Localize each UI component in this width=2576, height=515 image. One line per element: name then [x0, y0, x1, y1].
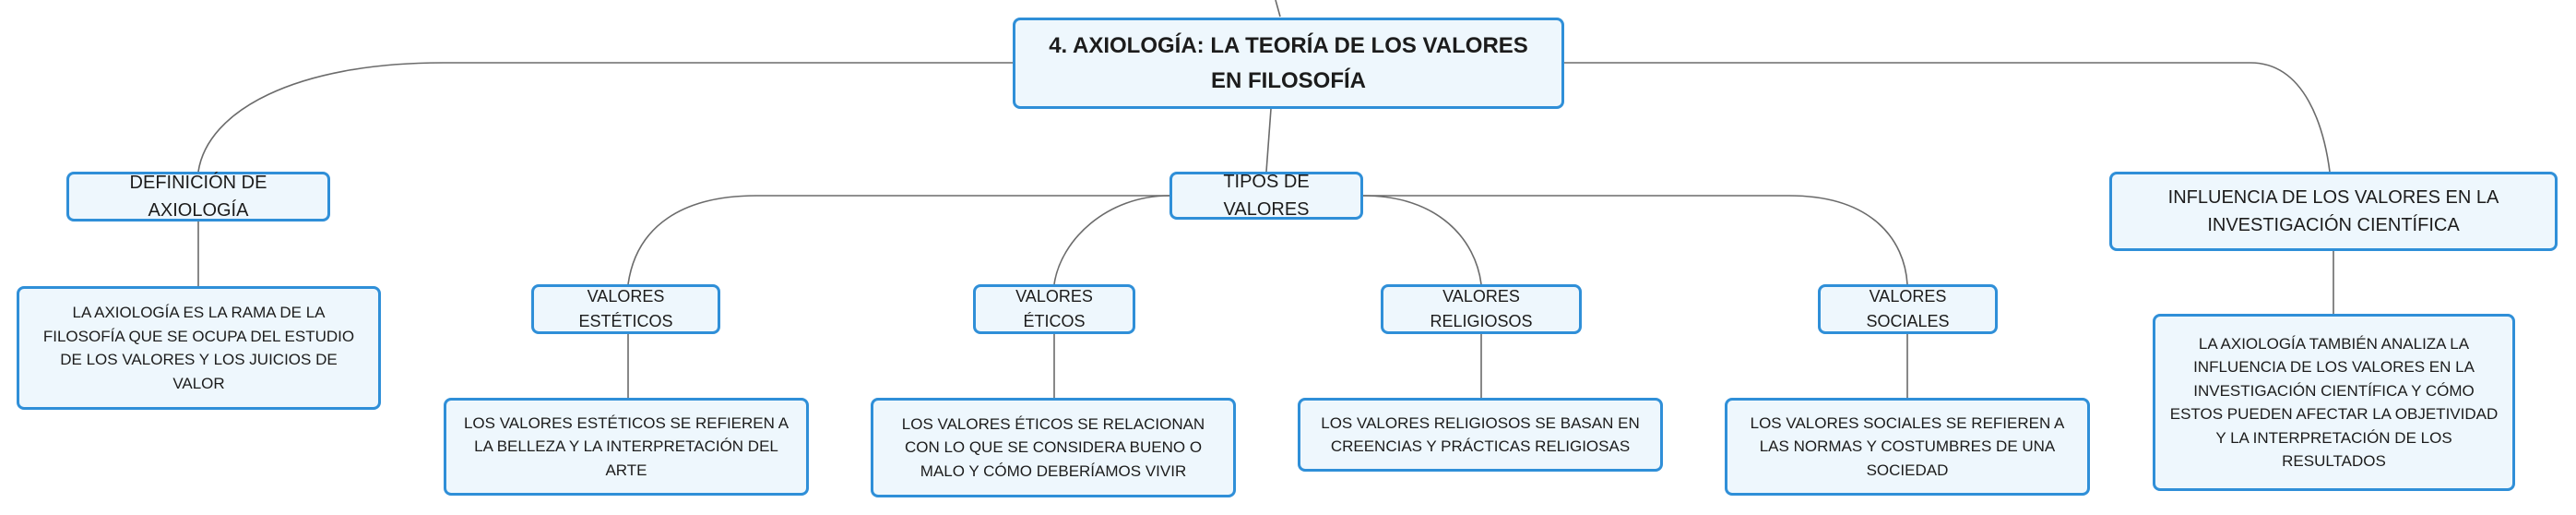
leaf-valores-religiosos-text-content: LOS VALORES RELIGIOSOS SE BASAN EN CREEN…: [1321, 413, 1640, 456]
subtopic-valores-sociales-label: VALORES SOCIALES: [1866, 287, 1950, 330]
subtopic-valores-religiosos[interactable]: VALORES RELIGIOSOS: [1381, 284, 1582, 334]
subtopic-valores-religiosos-label: VALORES RELIGIOSOS: [1430, 287, 1533, 330]
link-top-stub: [1275, 0, 1281, 18]
link-types-eticos: [1053, 195, 1170, 285]
leaf-valores-esteticos-text[interactable]: LOS VALORES ESTÉTICOS SE REFIEREN A LA B…: [444, 398, 809, 496]
link-types-sociales: [1363, 195, 1908, 285]
subtopic-definicion-text-content: LA AXIOLOGÍA ES LA RAMA DE LA FILOSOFÍA …: [42, 304, 355, 392]
leaf-valores-eticos-text-content: LOS VALORES ÉTICOS SE RELACIONAN CON LO …: [901, 414, 1205, 480]
leaf-valores-eticos-text[interactable]: LOS VALORES ÉTICOS SE RELACIONAN CON LO …: [871, 398, 1236, 497]
leaf-valores-sociales-text-content: LOS VALORES SOCIALES SE REFIEREN A LAS N…: [1750, 413, 2065, 479]
subtopic-valores-esteticos-label: VALORES ESTÉTICOS: [578, 287, 673, 330]
leaf-valores-esteticos-text-content: LOS VALORES ESTÉTICOS SE REFIEREN A LA B…: [463, 413, 789, 479]
topic-tipos-de-valores[interactable]: TIPOS DE VALORES: [1169, 172, 1363, 220]
link-root-influence: [1564, 62, 2331, 173]
link-types-esteticos: [627, 195, 1169, 285]
subtopic-valores-eticos[interactable]: VALORES ÉTICOS: [973, 284, 1135, 334]
subtopic-valores-esteticos[interactable]: VALORES ESTÉTICOS: [531, 284, 720, 334]
root-topic[interactable]: 4. AXIOLOGÍA: LA TEORÍA DE LOS VALORES E…: [1013, 18, 1564, 109]
subtopic-valores-sociales[interactable]: VALORES SOCIALES: [1818, 284, 1998, 334]
link-types-religiosos: [1362, 195, 1482, 285]
topic-definicion-label: DEFINICIÓN DE AXIOLOGÍA: [129, 173, 267, 221]
topic-influencia[interactable]: INFLUENCIA DE LOS VALORES EN LA INVESTIG…: [2109, 172, 2558, 251]
leaf-influencia-text[interactable]: LA AXIOLOGÍA TAMBIÉN ANALIZA LA INFLUENC…: [2153, 314, 2515, 491]
leaf-influencia-text-content: LA AXIOLOGÍA TAMBIÉN ANALIZA LA INFLUENC…: [2169, 334, 2499, 471]
leaf-valores-religiosos-text[interactable]: LOS VALORES RELIGIOSOS SE BASAN EN CREEN…: [1298, 398, 1663, 472]
leaf-valores-sociales-text[interactable]: LOS VALORES SOCIALES SE REFIEREN A LAS N…: [1725, 398, 2090, 496]
subtopic-definicion-text[interactable]: LA AXIOLOGÍA ES LA RAMA DE LA FILOSOFÍA …: [17, 286, 381, 410]
subtopic-valores-eticos-label: VALORES ÉTICOS: [1015, 287, 1093, 330]
topic-influencia-label: INFLUENCIA DE LOS VALORES EN LA INVESTIG…: [2167, 187, 2499, 235]
link-root-definition: [197, 62, 1013, 173]
root-topic-title: 4. AXIOLOGÍA: LA TEORÍA DE LOS VALORES E…: [1049, 33, 1528, 93]
topic-tipos-de-valores-label: TIPOS DE VALORES: [1223, 172, 1310, 220]
link-root-types: [1265, 108, 1272, 173]
topic-definicion[interactable]: DEFINICIÓN DE AXIOLOGÍA: [66, 172, 330, 222]
